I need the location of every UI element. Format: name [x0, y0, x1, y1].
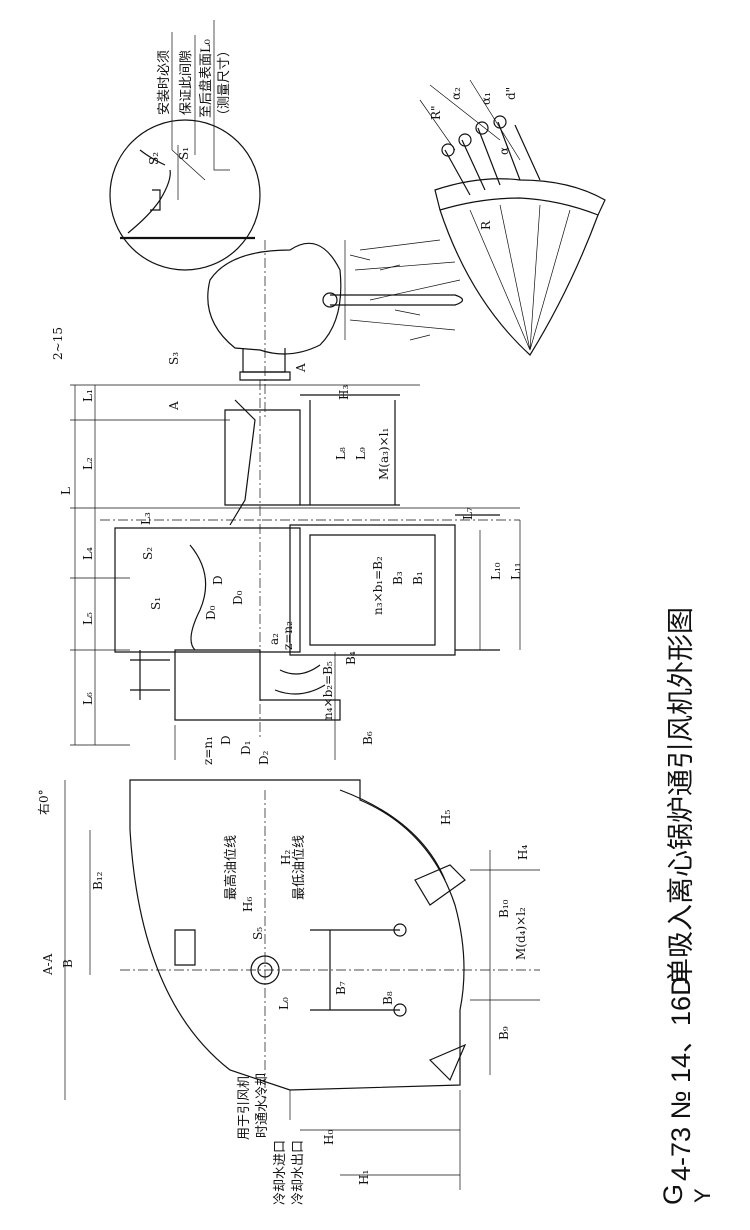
label-s2-detail: S₂	[147, 152, 161, 165]
dim-d0-b: D₀	[204, 605, 218, 620]
title-name: 单吸入离心锅炉通引风机外形图	[666, 607, 696, 985]
dim-d-inlet: D	[211, 575, 225, 585]
section-mark-a1: A	[167, 401, 181, 411]
dim-h4: H₄	[516, 845, 530, 860]
note-line1: 安装时必须	[157, 50, 172, 115]
dim-l4: L₄	[81, 547, 95, 560]
dim-h1: H₁	[357, 1170, 371, 1185]
dim-b: B	[61, 959, 75, 968]
note-line3: 至后盘表面L₀	[198, 39, 214, 118]
dim-gap: 2~15	[51, 327, 65, 360]
title-prefix-bottom: Y	[690, 1188, 715, 1203]
label-cooling-water-inlet: 冷却水进口	[273, 1140, 288, 1205]
dim-s2: S₂	[141, 547, 155, 560]
dim-l6: L₆	[81, 692, 95, 705]
side-view: L L₁ L₂ L₃ L₄ L₅ L₆ L₇ L₈ L₉ L₁₀ L₁₁ 2~1…	[51, 327, 523, 765]
dim-l10: L₁₀	[489, 562, 503, 580]
label-cooling-water-outlet: 冷却水出口	[291, 1140, 306, 1205]
label-alpha2: α₂	[449, 87, 463, 100]
rotation-label: 右0°	[36, 789, 51, 815]
dim-h5: H₅	[439, 810, 453, 825]
dim-b6: B₆	[361, 731, 375, 745]
label-s1-detail: S₁	[177, 147, 191, 160]
dim-d: D	[219, 735, 233, 745]
dim-l1: L₁	[81, 389, 95, 402]
dim-l5: L₅	[81, 612, 95, 625]
dim-s3: S₃	[167, 352, 181, 365]
label-alpha: α	[497, 147, 511, 155]
dim-l0: L₀	[277, 997, 291, 1010]
dim-l7: L₇	[461, 507, 475, 520]
dim-l2: L₂	[81, 457, 95, 470]
title-model: 4-73 № 14、16D	[666, 976, 696, 1181]
dim-l9: L₉	[354, 447, 368, 460]
dim-l3: L₃	[139, 512, 153, 525]
drawing-title: G Y 4-73 № 14、16D 单吸入离心锅炉通引风机外形图	[658, 607, 715, 1205]
dim-a2: a₂	[267, 633, 281, 645]
dim-s1: S₁	[149, 597, 163, 610]
section-mark-a2: A	[294, 363, 308, 373]
dim-h6: H₆	[241, 897, 255, 912]
note-fan-use: 用于引风机	[237, 1075, 252, 1140]
dim-b1: B₁	[411, 571, 425, 585]
dim-d0-a: D₀	[231, 590, 245, 605]
dim-b9: B₉	[497, 1026, 511, 1040]
dim-b3: B₃	[391, 571, 405, 585]
label-r: R	[479, 220, 493, 230]
dim-h2: H₂	[279, 850, 293, 865]
note-line4: （测量尺寸）	[217, 44, 232, 122]
dim-h0: H₀	[322, 1130, 336, 1145]
impeller-detail: R" α₂ α₁ d" α R	[419, 79, 606, 356]
dim-h3: H₃	[337, 385, 351, 400]
dim-m-d4: M(d₄)×l₂	[514, 907, 528, 960]
dim-b7: B₇	[334, 981, 348, 995]
clearance-detail: 安装时必须 保证此间隙 至后盘表面L₀ （测量尺寸） S₂ S₁	[109, 20, 261, 271]
label-r-double-prime: R"	[429, 105, 443, 120]
label-max-oil-level: 最高油位线	[223, 835, 239, 900]
dim-z-n1: z=n₁	[201, 736, 215, 765]
label-d-double-prime: d"	[504, 87, 518, 100]
note-water-cooling: 时通水冷却	[255, 1073, 270, 1138]
label-alpha1: α₁	[479, 92, 493, 105]
dim-b4: B₄	[344, 651, 358, 665]
label-min-oil-level: 最低油位线	[292, 835, 307, 900]
dim-b12: B₁₂	[91, 871, 105, 890]
dim-b10: B₁₀	[497, 899, 511, 918]
dim-l11: L₁₁	[509, 562, 523, 580]
dim-b8: B₈	[381, 991, 395, 1005]
motor-and-foundation	[207, 239, 464, 420]
dim-s5: S₅	[251, 927, 265, 940]
dim-n3-b1: n₃×b₁=B₂	[371, 556, 385, 615]
dim-m-a3: M(a₃)×l₁	[377, 428, 391, 480]
dim-n4-b2: n₄×b₂=B₅	[321, 661, 335, 720]
dim-l: L	[59, 487, 73, 495]
title-prefix-top: G	[658, 1184, 688, 1205]
dim-z-n2: z=n₂	[281, 621, 295, 650]
section-a-a-view: A-A B B₁₂ 右0° H₅ 最高油位线 H₆ H₂ 最低油位线 S₅ B₇…	[36, 779, 540, 1205]
dim-d1: D₁	[239, 741, 253, 755]
note-line2: 保证此间隙	[179, 50, 194, 115]
dim-l8: L₈	[334, 447, 348, 460]
dim-d2: D₂	[257, 750, 271, 765]
section-label-a-a: A-A	[41, 953, 55, 976]
